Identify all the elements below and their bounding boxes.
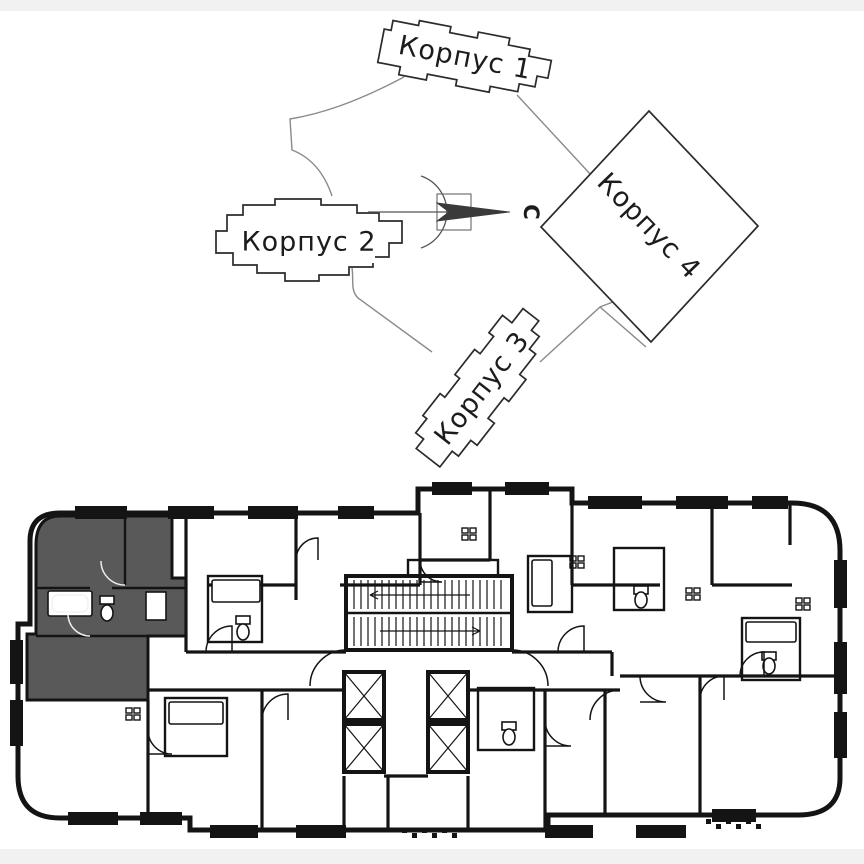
stove-icon [685, 587, 701, 601]
staircase [344, 558, 514, 652]
site-line-k2-k3 [351, 267, 433, 353]
bathtub-inner-icon [51, 594, 89, 613]
top-band [0, 0, 864, 11]
site-line-k1-k4 [516, 94, 593, 177]
bathtub-icon [211, 579, 261, 603]
elevator-x-icon [343, 671, 469, 773]
bathtub-icon [47, 590, 93, 617]
korpus-2-label-box [251, 220, 375, 263]
bathtub-icon [531, 559, 553, 607]
korpus-2-building[interactable]: Корпус 2 [215, 198, 403, 282]
toilet-bowl-icon [762, 657, 776, 675]
compass: С [368, 175, 543, 249]
bathtub-icon [745, 621, 797, 643]
doors [147, 537, 765, 755]
korpus-4-building: Корпус 4 [539, 109, 760, 344]
bathrooms [163, 546, 802, 758]
floor-plan [10, 482, 847, 838]
door-arc-icon [699, 675, 725, 701]
door-arc-icon [309, 649, 347, 687]
sink-icon [145, 591, 167, 621]
road-line [289, 76, 405, 197]
door-arc-icon [147, 729, 173, 755]
building-outline [15, 486, 843, 833]
elevator-shaft [426, 670, 470, 722]
stove-icon [125, 707, 141, 721]
elevator-block [342, 670, 470, 831]
toilet-bowl-icon [502, 728, 516, 746]
door-arc-icon [67, 613, 91, 637]
elevator-shaft [342, 722, 386, 774]
apartment-divider-walls [146, 489, 792, 831]
door-arc-icon [639, 675, 667, 703]
toilet-bowl-icon [634, 591, 648, 609]
site-plan: Корпус 1 Корпус 4 Корпус 3 Корпус 2 С [215, 19, 760, 469]
elevator-shaft [426, 722, 470, 774]
door-arc-icon [739, 651, 765, 677]
korpus-3-building: Корпус 3 [414, 307, 541, 469]
stove-icons [125, 527, 811, 721]
north-arrow-icon [435, 202, 511, 222]
door-arc-icon [205, 625, 233, 653]
bathtub-icon [168, 701, 224, 725]
toilet-tank-icon [99, 595, 115, 605]
korpus-2-label: Корпус 2 [241, 227, 376, 258]
bottom-band [0, 849, 864, 864]
facade-window-blocks [10, 482, 847, 838]
toilet-bowl-icon [236, 623, 250, 641]
balcony-hatch-strip [402, 819, 761, 838]
selected-apartment-walls [36, 516, 186, 638]
door-arc-icon [589, 689, 621, 721]
door-arc-icon [295, 537, 319, 561]
elevator-shaft [342, 670, 386, 722]
elevator-lobby-walls [342, 774, 428, 831]
door-arc-icon [544, 719, 572, 747]
door-arc-icon [557, 625, 585, 653]
door-arc-icon [100, 560, 126, 586]
korpus-1-building: Корпус 1 [376, 19, 553, 94]
stair-direction-arrows [369, 590, 481, 636]
stove-icon [461, 527, 477, 541]
door-arc-icon [419, 559, 443, 583]
door-arc-icon [511, 649, 549, 687]
compass-north-label: С [519, 204, 543, 219]
toilet-bowl-icon [100, 604, 114, 622]
compass-arc [420, 175, 448, 249]
stove-icon [569, 555, 585, 569]
door-arc-icon [261, 693, 289, 721]
toilet-tank-icon [235, 615, 251, 625]
stove-icon [795, 597, 811, 611]
